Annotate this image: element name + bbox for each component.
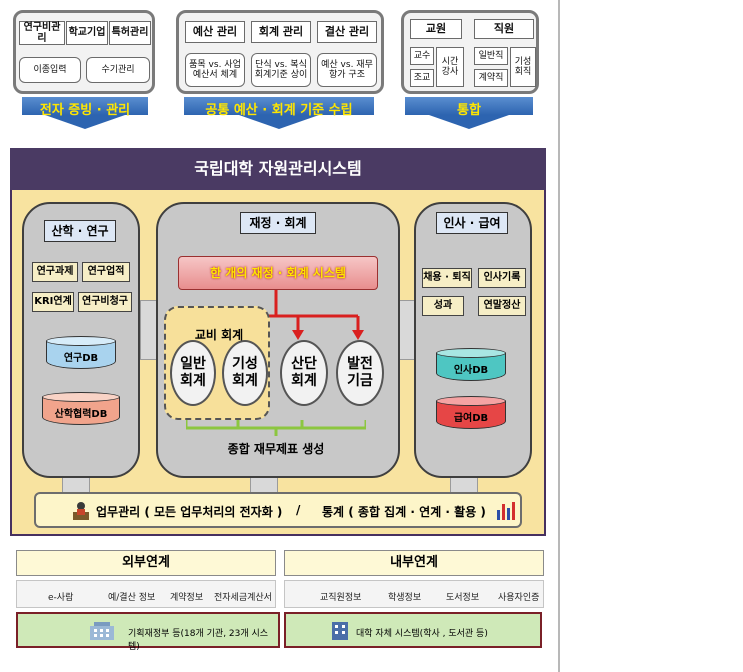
top-center-subitem: 단식 vs. 복식 회계기준 상이 xyxy=(251,53,311,87)
internal-system-label: 대학 자체 시스템(학사 , 도서관 등) xyxy=(356,629,488,639)
top-left-item: 수기관리 xyxy=(86,57,150,83)
internal-title: 내부연계 xyxy=(284,550,544,576)
top-center-item: 회계 관리 xyxy=(251,21,311,43)
arrow-evidence: 전자 증빙 · 관리 xyxy=(22,97,148,129)
top-right-item: 기성 회직 xyxy=(510,47,536,87)
top-center-subitem: 예산 vs. 재무 항가 구조 xyxy=(317,53,377,87)
external-item: e-사람 xyxy=(48,593,74,603)
fund-oval: 발전 기금 xyxy=(336,340,384,406)
fund-oval: 산단 회계 xyxy=(280,340,328,406)
top-center-subitem: 품목 vs. 사업 예산서 체계 xyxy=(185,53,245,87)
person-icon xyxy=(72,500,90,522)
top-right-item: 시간 강사 xyxy=(436,47,464,87)
consolidation-bracket xyxy=(186,420,366,436)
internal-item: 사용자인증 xyxy=(498,593,540,603)
consolidation-label: 종합 재무제표 생성 xyxy=(227,442,325,456)
hr-tag: 성과 xyxy=(422,296,464,316)
building-icon xyxy=(88,620,116,642)
fund-oval: 기성 회계 xyxy=(222,340,268,406)
research-tag: 연구과제 xyxy=(32,262,78,282)
chart-icon xyxy=(496,500,516,522)
external-system-box: 기획재정부 등(18개 기관, 23개 시스템) xyxy=(16,612,280,652)
top-right-item: 교수 xyxy=(410,47,434,65)
finance-banner: 한 개의 재정 · 회계 시스템 xyxy=(178,256,378,290)
top-right-panel: 교원 직원 교수 조교 시간 강사 일반직 계약직 기성 회직 xyxy=(401,10,539,94)
arrow-integrate-label: 통합 xyxy=(457,103,481,118)
top-right-item: 조교 xyxy=(410,69,434,87)
top-right-item: 일반직 xyxy=(474,47,508,65)
research-tag: 연구비청구 xyxy=(78,292,132,312)
payroll-db: 급여DB xyxy=(436,396,506,432)
fund-oval: 일반 회계 xyxy=(170,340,216,406)
research-title: 산학 · 연구 xyxy=(44,220,116,242)
top-center-item: 예산 관리 xyxy=(185,21,245,43)
statistics-label: 통계 ( 종합 집계 · 연계 · 활용 ) xyxy=(322,505,486,519)
arrow-standard-label: 공통 예산 · 회계 기준 수립 xyxy=(205,103,353,118)
industry-db: 산학협력DB xyxy=(42,392,120,428)
research-tag: 연구업적 xyxy=(82,262,130,282)
top-left-item: 학교기업 xyxy=(66,21,108,45)
hr-tag: 채용 · 퇴직 xyxy=(422,268,472,288)
group-staff: 직원 xyxy=(474,19,534,39)
strip-separator: / xyxy=(296,503,301,517)
internal-item: 학생정보 xyxy=(388,593,422,603)
building-icon xyxy=(330,620,350,642)
finance-title: 재정 · 회계 xyxy=(240,212,316,234)
work-management-strip: 업무관리 ( 모든 업무처리의 전자화 ) / 통계 ( 종합 집계 · 연계 … xyxy=(34,492,522,528)
top-left-item: 이종입력 xyxy=(19,57,81,83)
external-system-label: 기획재정부 등(18개 기관, 23개 시스템) xyxy=(128,629,269,652)
finance-banner-label: 한 개의 재정 · 회계 시스템 xyxy=(210,266,346,280)
external-items xyxy=(16,580,276,608)
research-tag: KRI연계 xyxy=(32,292,74,312)
external-item: 예/결산 정보 xyxy=(108,593,156,603)
external-item: 계약정보 xyxy=(170,593,204,603)
top-center-item: 결산 관리 xyxy=(317,21,377,43)
hr-tag: 인사기록 xyxy=(478,268,526,288)
system-title: 국립대학 자원관리시스템 xyxy=(10,148,546,190)
top-left-item: 특허관리 xyxy=(109,21,151,45)
internal-system-box: 대학 자체 시스템(학사 , 도서관 등) xyxy=(284,612,542,648)
internal-item: 도서정보 xyxy=(446,593,480,603)
top-right-item: 계약직 xyxy=(474,69,508,87)
external-item: 전자세금계산서 xyxy=(214,593,272,603)
research-db: 연구DB xyxy=(46,336,116,372)
group-faculty: 교원 xyxy=(410,19,462,39)
hr-column xyxy=(414,202,532,478)
internal-item: 교직원정보 xyxy=(320,593,362,603)
arrow-evidence-label: 전자 증빙 · 관리 xyxy=(39,103,131,118)
top-center-panel: 예산 관리 회계 관리 결산 관리 품목 vs. 사업 예산서 체계 단식 vs… xyxy=(176,10,384,94)
hr-title: 인사 · 급여 xyxy=(436,212,508,234)
arrow-standard: 공통 예산 · 회계 기준 수립 xyxy=(184,97,374,129)
external-title: 외부연계 xyxy=(16,550,276,576)
tuition-label: 교비 회계 xyxy=(194,328,244,342)
hr-db: 인사DB xyxy=(436,348,506,384)
work-management-label: 업무관리 ( 모든 업무처리의 전자화 ) xyxy=(96,505,283,519)
top-left-panel: 연구비관리 학교기업 특허관리 이종입력 수기관리 xyxy=(13,10,155,94)
internal-items xyxy=(284,580,544,608)
hr-tag: 연말정산 xyxy=(478,296,526,316)
top-left-item: 연구비관리 xyxy=(19,21,65,45)
arrow-integrate: 통합 xyxy=(405,97,533,129)
